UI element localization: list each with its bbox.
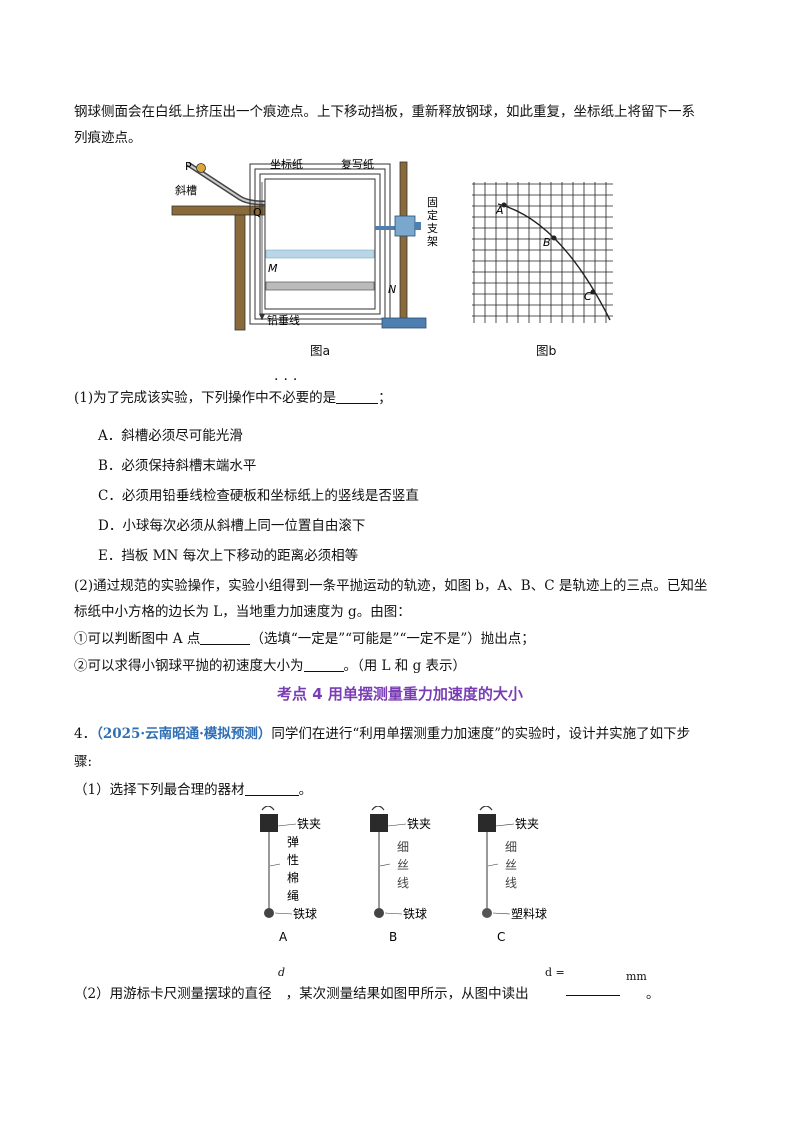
pendulum-a-string-4: 绳 <box>287 889 299 903</box>
q4-part1-end: 。 <box>298 782 313 798</box>
q2-sub-1: ①可以判断图中 A 点 （选填“一定是”“可能是”“一定不是”）抛出点； <box>74 627 535 647</box>
label-stand-3: 支 <box>427 222 438 235</box>
label-stand-4: 架 <box>427 235 438 248</box>
pendulum-c-string-1: 细 <box>505 840 517 854</box>
q4-line-2: 骤: <box>74 754 93 770</box>
pendulum-b-string-3: 线 <box>397 876 409 890</box>
q4-part2-blank-wrap <box>566 982 620 998</box>
label-stand-1: 固 <box>427 196 438 209</box>
pendulum-c-string-2: 丝 <box>505 858 517 872</box>
pendulum-a-letter: A <box>279 930 288 944</box>
pendulum-c-clip-label: 铁夹 <box>515 817 539 831</box>
q1-text-emph: 不必要 <box>268 390 310 406</box>
figure-b-label: 图b <box>536 343 557 358</box>
label-stand-2: 定 <box>427 208 438 222</box>
pendulum-a-clip-label: 铁夹 <box>297 817 321 831</box>
q2-sub1-before: ①可以判断图中 A 点 <box>74 631 201 647</box>
figure-b-grid: A B C <box>472 182 613 323</box>
q4-number: 4． <box>74 726 97 742</box>
q1-option-e: E．挡板 MN 每次上下移动的距离必须相等 <box>98 548 359 564</box>
q4-part2-deq: d = <box>545 966 565 979</box>
pendulum-b-clip-label: 铁夹 <box>407 817 431 831</box>
pendulum-a-string-3: 棉 <box>287 871 299 885</box>
q1-answer-blank[interactable] <box>336 390 379 404</box>
point-a: A <box>495 204 504 217</box>
q1-option-d: D．小球每次必须从斜槽上同一位置自由滚下 <box>98 518 366 534</box>
pendulum-figures: 铁夹 弹 性 棉 绳 铁球 A 铁夹 细 丝 线 铁球 B 铁夹 细 丝 线 塑… <box>260 806 547 944</box>
q4-part2-blank[interactable] <box>566 982 620 996</box>
label-p: P <box>185 160 192 173</box>
pendulum-b-string-2: 丝 <box>397 858 409 872</box>
emphasis-dots: ··· <box>274 372 303 388</box>
q1-option-c: C．必须用铅垂线检查硬板和坐标纸上的竖线是否竖直 <box>98 488 419 504</box>
pendulum-c: 铁夹 细 丝 线 塑料球 C <box>478 806 547 944</box>
point-c: C <box>584 290 592 303</box>
pendulum-a-ball-label: 铁球 <box>293 907 317 921</box>
q4-line-1: 4．（2025·云南昭通·模拟预测）同学们在进行“利用单摆测重力加速度”的实验时… <box>74 722 690 742</box>
pendulum-a-string-1: 弹 <box>287 835 299 849</box>
q4-part2-mid: ，某次测量结果如图甲所示，从图中读出 <box>285 986 529 1002</box>
q2-line-2: 标纸中小方格的边长为 L，当地重力加速度为 g。由图： <box>74 604 411 620</box>
q4-part2-end: 。 <box>646 986 660 1002</box>
pendulum-b-string-1: 细 <box>397 840 409 854</box>
label-coord-paper: 坐标纸 <box>270 157 303 171</box>
q4-part1-blank[interactable] <box>244 782 299 796</box>
pendulum-b-letter: B <box>389 930 397 944</box>
point-b: B <box>543 236 551 249</box>
q1-stem: (1)为了完成该实验，下列操作中不必要的是 ； <box>74 386 392 406</box>
q4-part2-before: （2）用游标卡尺测量摆球的直径 <box>74 986 272 1002</box>
q2-sub1-after: （选填“一定是”“可能是”“一定不是”）抛出点； <box>250 631 535 647</box>
pendulum-a: 铁夹 弹 性 棉 绳 铁球 A <box>260 806 321 944</box>
figure-a-apparatus: P 斜槽 Q 坐标纸 复写纸 M N 铅垂线 固 定 支 架 <box>171 157 438 331</box>
q4-part2-d-super: d <box>278 966 285 979</box>
q4-source: （2025·云南昭通·模拟预测） <box>96 726 272 742</box>
figure-a-label: 图a <box>310 343 331 358</box>
q2-sub2-after: 。（用 L 和 g 表示） <box>343 658 467 674</box>
pendulum-a-string-2: 性 <box>287 853 299 867</box>
intro-line-1: 钢球侧面会在白纸上挤压出一个痕迹点。上下移动挡板，重新释放钢球，如此重复，坐标纸… <box>74 104 695 120</box>
pendulum-b: 铁夹 细 丝 线 铁球 B <box>370 806 431 944</box>
q4-line1-text: 同学们在进行“利用单摆测重力加速度”的实验时，设计并实施了如下步 <box>271 726 691 742</box>
q1-text-after: 的是 <box>309 390 337 406</box>
label-m: M <box>268 262 278 275</box>
pendulum-b-ball-label: 铁球 <box>403 907 427 921</box>
q4-part2-d: d <box>278 966 286 979</box>
q2-sub-2: ②可以求得小钢球平抛的初速度大小为 。（用 L 和 g 表示） <box>74 654 466 674</box>
q1-option-a: A．斜槽必须尽可能光滑 <box>98 428 243 444</box>
pendulum-c-string-3: 线 <box>505 876 517 890</box>
q1-text-before: (1)为了完成该实验，下列操作中 <box>74 390 269 406</box>
topic-heading: 考点 4 用单摆测量重力加速度的大小 <box>277 685 523 703</box>
label-n: N <box>388 283 396 296</box>
label-q: Q <box>253 206 262 219</box>
q1-text-end: ； <box>378 390 392 406</box>
q2-line-1: (2)通过规范的实验操作，实验小组得到一条平抛运动的轨迹，如图 b，A、B、C … <box>74 578 708 594</box>
label-copy-paper: 复写纸 <box>341 157 374 171</box>
pendulum-c-ball-label: 塑料球 <box>511 906 547 921</box>
intro-line-2: 列痕迹点。 <box>74 130 142 146</box>
label-chute: 斜槽 <box>175 184 197 197</box>
q4-part-1: （1）选择下列最合理的器材 。 <box>74 778 312 798</box>
q4-part-2: （2）用游标卡尺测量摆球的直径 ，某次测量结果如图甲所示，从图中读出 <box>74 982 529 1002</box>
q2-sub2-blank[interactable] <box>303 658 344 672</box>
pendulum-c-letter: C <box>497 930 505 944</box>
q4-part1-text: （1）选择下列最合理的器材 <box>74 782 245 798</box>
q2-sub2-before: ②可以求得小钢球平抛的初速度大小为 <box>74 658 304 674</box>
label-plumb: 铅垂线 <box>267 313 300 327</box>
q4-part2-unit: mm <box>626 970 647 983</box>
q2-sub1-blank[interactable] <box>200 631 251 645</box>
q1-option-b: B．必须保持斜槽末端水平 <box>98 458 257 474</box>
